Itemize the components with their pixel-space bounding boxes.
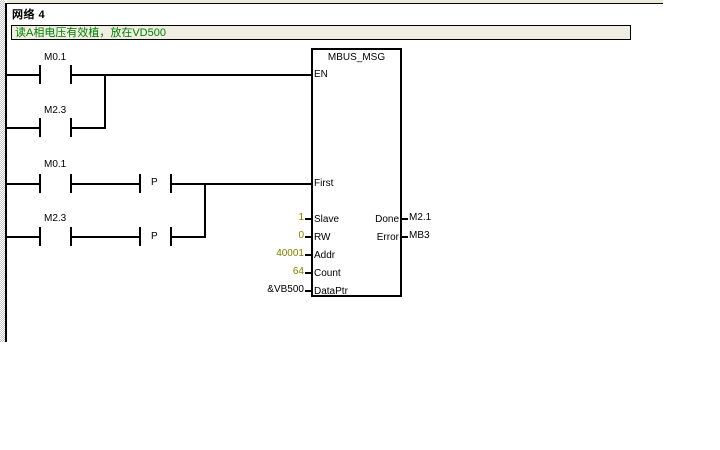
operand-done[interactable]: M2.1	[409, 212, 432, 223]
left-margin-strip	[0, 0, 5, 342]
contact-label: M0.1	[44, 159, 67, 170]
previous-network-bar	[7, 0, 663, 3]
edge-label: P	[151, 231, 158, 242]
contact-label: M0.1	[44, 52, 67, 63]
wire	[7, 127, 40, 129]
wire-to-first	[170, 183, 311, 185]
pin-slave: Slave	[314, 214, 340, 225]
wire	[7, 236, 40, 238]
pin-addr: Addr	[314, 250, 336, 261]
pin-done: Done	[375, 214, 399, 225]
operand-rw[interactable]: 0	[298, 230, 304, 241]
pin-dataptr: DataPtr	[314, 286, 348, 297]
pin-stub	[305, 272, 311, 274]
network-top-border	[5, 3, 663, 4]
contact-left-bar	[39, 174, 41, 193]
power-rail	[5, 4, 7, 342]
or-branch-wire	[104, 74, 106, 129]
mbus-msg-block[interactable]: MBUS_MSG EN First Slave RW Addr Count Da…	[311, 48, 402, 297]
wire	[170, 236, 206, 238]
contact-left-bar	[39, 65, 41, 84]
block-title: MBUS_MSG	[327, 52, 386, 63]
pin-stub	[402, 218, 408, 220]
pin-en: EN	[314, 69, 328, 80]
pin-stub	[402, 236, 408, 238]
wire	[70, 127, 106, 129]
wire	[7, 183, 40, 185]
edge-left-bar	[139, 227, 141, 246]
or-branch-wire	[204, 183, 206, 238]
pin-stub	[305, 218, 311, 220]
pin-stub	[305, 290, 311, 292]
pin-first: First	[314, 178, 334, 189]
pin-stub	[305, 236, 311, 238]
edge-label: P	[151, 177, 158, 188]
wire-to-en	[70, 74, 311, 76]
pin-error: Error	[376, 232, 399, 243]
network-comment[interactable]: 读A相电压有效植，放在VD500	[11, 25, 631, 40]
operand-error[interactable]: MB3	[409, 230, 430, 241]
wire	[70, 236, 140, 238]
operand-addr[interactable]: 40001	[276, 248, 304, 259]
contact-left-bar	[39, 118, 41, 137]
pin-stub	[305, 254, 311, 256]
contact-label: M2.3	[44, 105, 67, 116]
pin-rw: RW	[314, 232, 331, 243]
operand-count[interactable]: 64	[292, 266, 304, 277]
operand-dataptr[interactable]: &VB500	[267, 284, 304, 295]
operand-slave[interactable]: 1	[298, 212, 304, 223]
wire	[7, 74, 40, 76]
contact-left-bar	[39, 227, 41, 246]
edge-left-bar	[139, 174, 141, 193]
contact-label: M2.3	[44, 213, 67, 224]
network-title[interactable]: 网络 4	[12, 9, 46, 21]
pin-count: Count	[314, 268, 341, 279]
wire	[70, 183, 140, 185]
